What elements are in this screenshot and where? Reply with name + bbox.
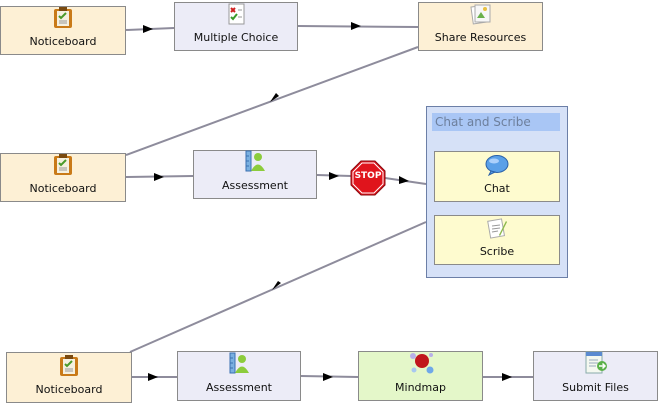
activity-noticeboard-1[interactable]: Noticeboard: [0, 6, 126, 55]
activity-scribe[interactable]: Scribe: [434, 215, 560, 265]
share-resources-icon: [469, 3, 492, 28]
noticeboard-3-label: Noticeboard: [35, 383, 103, 396]
edge-noticeboard3-assessment2: [132, 373, 177, 381]
activity-assessment-2[interactable]: Assessment: [177, 351, 301, 401]
activity-multiple-choice[interactable]: Multiple Choice: [174, 2, 298, 51]
edge-shareresources-noticeboard2: [125, 46, 419, 156]
activity-noticeboard-3[interactable]: Noticeboard: [6, 352, 132, 403]
edge-assessment1-stop: [316, 172, 352, 180]
assessment-icon: [229, 351, 249, 378]
share-resources-label: Share Resources: [434, 31, 527, 44]
activity-submit-files[interactable]: Submit Files: [533, 351, 658, 401]
optional-group-chat-and-scribe[interactable]: Chat and Scribe Chat Scribe: [426, 106, 568, 278]
assessment-2-label: Assessment: [206, 381, 272, 394]
group-title: Chat and Scribe: [432, 113, 560, 131]
multiple-choice-icon: [226, 3, 246, 28]
noticeboard-icon: [59, 355, 79, 380]
noticeboard-1-label: Noticeboard: [29, 35, 97, 48]
activity-noticeboard-2[interactable]: Noticeboard: [0, 153, 126, 202]
edge-noticeboard2-assessment1: [125, 173, 194, 181]
edge-assessment2-mindmap: [300, 373, 359, 381]
noticeboard-2-label: Noticeboard: [29, 182, 97, 195]
scribe-label: Scribe: [479, 245, 515, 258]
stop-sign-icon: [350, 160, 386, 196]
submit-files-icon: [584, 351, 608, 378]
noticeboard-icon: [53, 7, 73, 32]
activity-chat[interactable]: Chat: [434, 151, 560, 202]
mindmap-label: Mindmap: [395, 381, 446, 394]
chat-label: Chat: [484, 182, 510, 195]
mindmap-icon: [408, 351, 434, 378]
stop-gate-label: STOP: [354, 171, 382, 181]
submit-files-label: Submit Files: [562, 381, 629, 394]
assessment-icon: [245, 149, 265, 176]
activity-assessment-1[interactable]: Assessment: [193, 150, 317, 199]
scribe-icon: [486, 217, 508, 242]
chat-bubble-icon: [485, 154, 509, 179]
activity-share-resources[interactable]: Share Resources: [418, 2, 543, 51]
edge-mindmap-submitfiles: [483, 373, 533, 381]
activity-mindmap[interactable]: Mindmap: [358, 351, 483, 401]
stop-gate[interactable]: STOP: [350, 160, 386, 196]
edge-multiplechoice-shareresources: [297, 22, 419, 30]
edge-stop-group: [384, 176, 427, 185]
assessment-1-label: Assessment: [222, 179, 288, 192]
edge-group-noticeboard3: [129, 221, 427, 353]
edge-noticeboard1-multiplechoice: [125, 25, 175, 33]
multiple-choice-label: Multiple Choice: [193, 31, 279, 44]
noticeboard-icon: [53, 154, 73, 179]
